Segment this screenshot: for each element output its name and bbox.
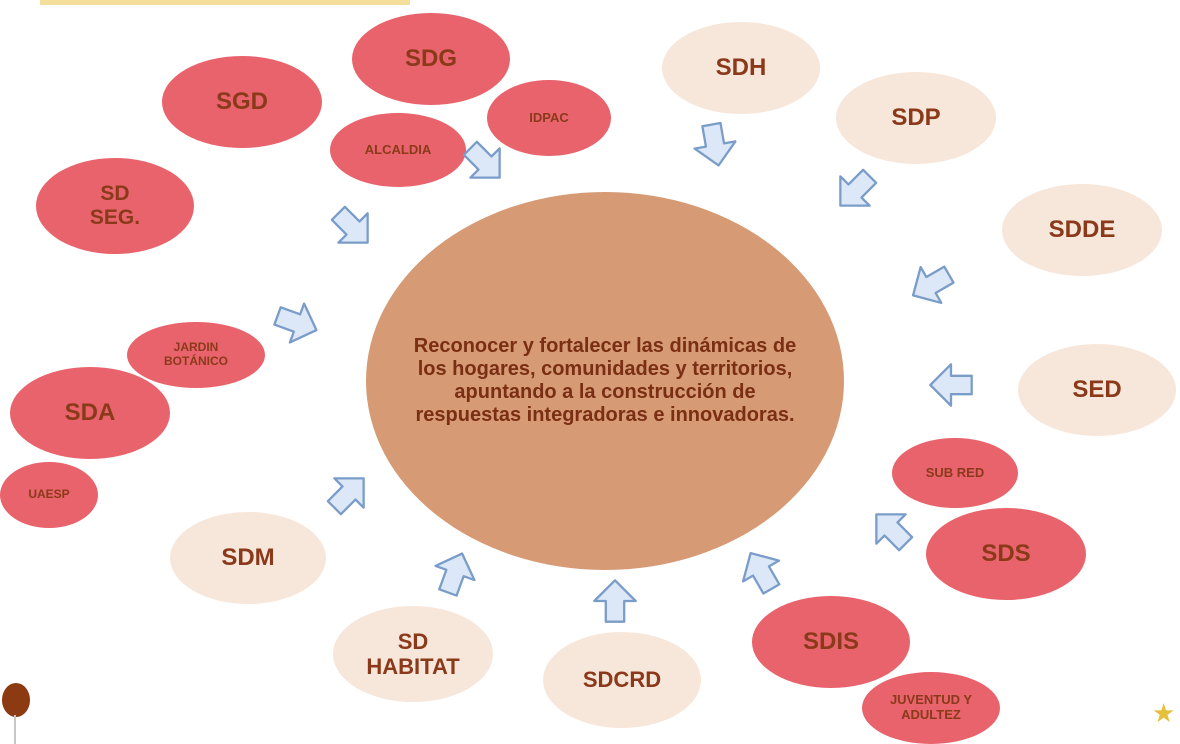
top-accent-bar [40, 0, 410, 5]
node-sdp: SDP [836, 72, 996, 164]
block-arrow-icon [900, 254, 963, 317]
node-sdcrd: SDCRD [543, 632, 701, 728]
block-arrow-icon [822, 158, 887, 223]
block-arrow-icon [858, 496, 923, 561]
node-uaesp: UAESP [0, 462, 98, 528]
node-sdg: SDG [352, 13, 510, 105]
block-arrow-icon [730, 540, 793, 603]
node-alcaldia: ALCALDIA [330, 113, 466, 187]
block-arrow-icon [688, 118, 741, 171]
node-sdh: SDH [662, 22, 820, 114]
node-sds: SDS [926, 508, 1086, 600]
block-arrow-icon [320, 195, 385, 260]
node-juventud-y-adultez: JUVENTUD Y ADULTEZ [862, 672, 1000, 744]
block-arrow-icon [452, 130, 517, 195]
node-sd-seg: SD SEG. [36, 158, 194, 254]
node-sd-habitat: SD HABITAT [333, 606, 493, 702]
node-sdis: SDIS [752, 596, 910, 688]
block-arrow-icon [592, 578, 638, 624]
block-arrow-icon [268, 294, 327, 353]
node-sdm: SDM [170, 512, 326, 604]
star-icon: ★ [1152, 698, 1176, 728]
pin-stick [14, 715, 16, 744]
block-arrow-icon [316, 460, 381, 525]
block-arrow-icon [928, 362, 974, 408]
node-jardin-botanico: JARDIN BOTÁNICO [127, 322, 265, 388]
central-goal-text: Reconocer y fortalecer las dinámicas de … [413, 335, 797, 426]
pin-icon [2, 683, 30, 717]
block-arrow-icon [426, 544, 485, 603]
node-sed: SED [1018, 344, 1176, 436]
node-sdde: SDDE [1002, 184, 1162, 276]
node-sgd: SGD [162, 56, 322, 148]
node-idpac: IDPAC [487, 80, 611, 156]
node-sda: SDA [10, 367, 170, 459]
central-goal-node: Reconocer y fortalecer las dinámicas de … [366, 192, 844, 570]
node-sub-red: SUB RED [892, 438, 1018, 508]
